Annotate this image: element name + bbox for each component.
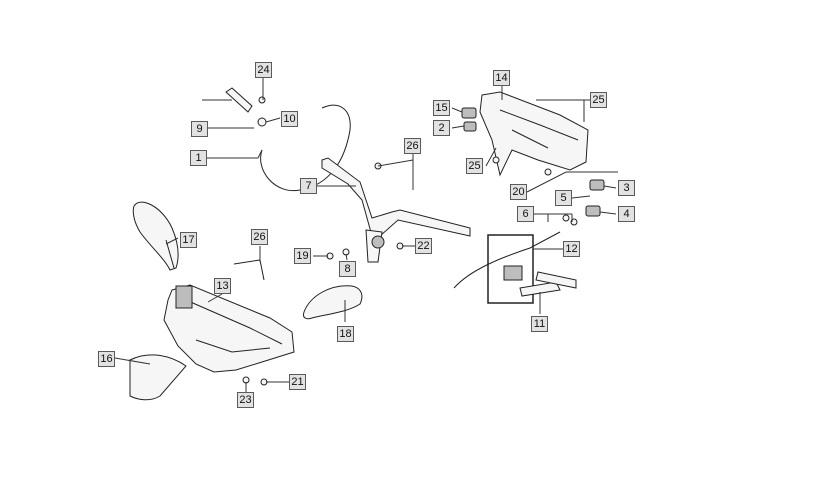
lever-assembly-frame	[487, 234, 534, 304]
callout-24: 24	[255, 62, 272, 78]
brake-cable	[453, 231, 561, 289]
handlebar	[321, 157, 471, 237]
screw-25a	[492, 156, 500, 164]
switch-3	[589, 179, 605, 191]
callout-25-left: 25	[466, 158, 483, 174]
callout-20: 20	[510, 184, 527, 200]
screw-24	[258, 96, 266, 104]
cable-clip	[257, 117, 267, 127]
callout-12: 12	[563, 241, 580, 257]
callout-5: 5	[555, 190, 572, 206]
master-cylinder	[503, 265, 523, 281]
callout-10: 10	[281, 111, 298, 127]
switch-4	[585, 205, 601, 217]
cover-detail	[499, 109, 579, 149]
callout-7: 7	[300, 178, 317, 194]
mirror	[132, 201, 179, 271]
callout-25-right: 25	[590, 92, 607, 108]
speedo-housing	[175, 285, 193, 309]
washer-6a	[562, 214, 570, 222]
callout-23: 23	[237, 392, 254, 408]
callout-22: 22	[415, 238, 432, 254]
throttle-grip	[225, 87, 253, 113]
mirror-stem	[165, 239, 175, 269]
leader-lines	[114, 78, 618, 392]
left-grip	[535, 271, 577, 289]
callout-16: 16	[98, 351, 115, 367]
callout-11: 11	[531, 316, 548, 332]
callout-21: 21	[289, 374, 306, 390]
callout-6: 6	[517, 206, 534, 222]
callout-14: 14	[493, 70, 510, 86]
callout-9: 9	[191, 121, 208, 137]
switch-2	[463, 121, 477, 132]
callout-26-top: 26	[404, 138, 421, 154]
bracket-26	[233, 259, 265, 281]
callout-17: 17	[180, 232, 197, 248]
callout-3: 3	[618, 180, 635, 196]
visor	[129, 354, 187, 401]
brake-lever	[519, 281, 561, 297]
front-cover-detail	[185, 299, 283, 353]
callout-15: 15	[433, 100, 450, 116]
callout-18: 18	[337, 326, 354, 342]
callout-26-mid: 26	[251, 229, 268, 245]
callout-19: 19	[294, 248, 311, 264]
grip-cover	[303, 285, 363, 320]
callout-8: 8	[339, 261, 356, 277]
handlebar-clamp	[371, 235, 385, 249]
callout-2: 2	[433, 120, 450, 136]
callout-13: 13	[214, 278, 231, 294]
callout-1: 1	[190, 150, 207, 166]
switch-15	[461, 107, 477, 119]
callout-4: 4	[618, 206, 635, 222]
screw-20	[544, 168, 552, 176]
handlebar-front-cover	[163, 284, 295, 373]
